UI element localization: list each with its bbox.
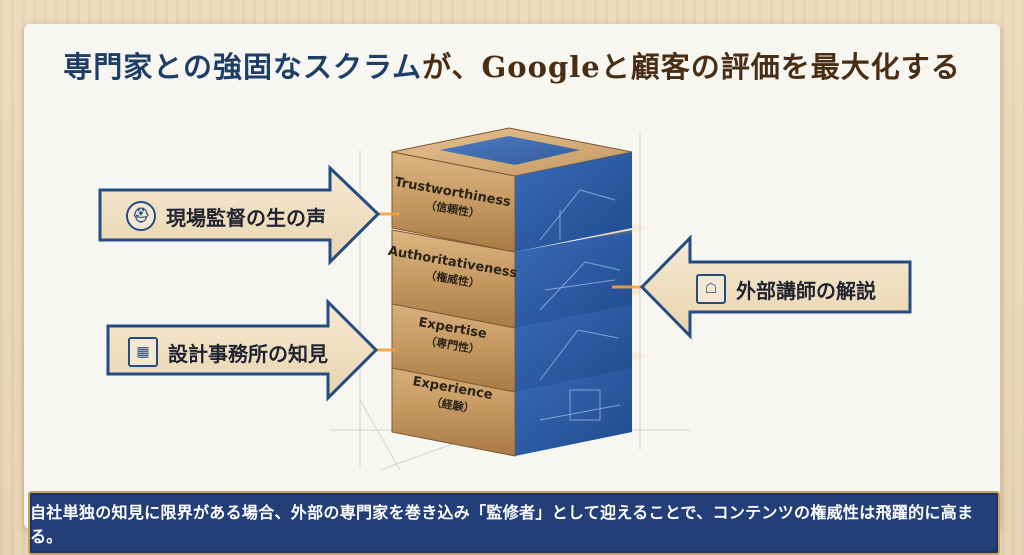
input-site-supervisor: ⛑ 現場監督の生の声: [126, 201, 326, 231]
blueprint-sketches: [539, 189, 621, 421]
arrow-right: [639, 234, 912, 340]
arrow-left-bottom: [106, 298, 379, 402]
page-title: 専門家との強固なスクラムが、Googleと顧客の評価を最大化する: [0, 44, 1024, 86]
input-external-lecturer-label: 外部講師の解説: [736, 278, 876, 303]
blueprint-icon: ▦: [128, 337, 158, 367]
presenter-icon: ☖: [696, 274, 726, 304]
summary-text: 自社単独の知見に限界がある場合、外部の専門家を巻き込み「監修者」として迎えること…: [30, 503, 974, 546]
input-external-lecturer: ☖ 外部講師の解説: [696, 274, 876, 304]
title-part2: が、Googleと顧客の評価を最大化する: [422, 50, 961, 84]
hard-hat-icon: ⛑: [126, 201, 156, 231]
block-trustworthiness: [391, 127, 633, 253]
summary-banner: 自社単独の知見に限界がある場合、外部の専門家を巻き込み「監修者」として迎えること…: [28, 491, 1000, 555]
input-site-supervisor-label: 現場監督の生の声: [166, 205, 326, 230]
arrow-left-top: [98, 164, 381, 266]
title-part1: 専門家との強固なスクラム: [63, 50, 423, 84]
block-authoritativeness: [391, 229, 632, 329]
input-design-office-label: 設計事務所の知見: [168, 341, 328, 366]
input-design-office: ▦ 設計事務所の知見: [128, 337, 328, 367]
